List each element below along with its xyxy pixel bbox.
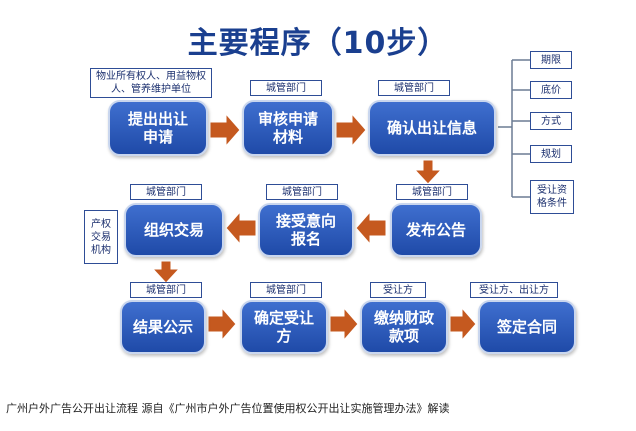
step-9-box: 缴纳财政款项 [360,300,448,354]
step-7-owner: 城管部门 [130,282,202,298]
step-8-owner: 城管部门 [250,282,322,298]
step-4-label: 发布公告 [405,221,466,239]
arrow-8-9 [329,306,359,342]
step-6-box: 组织交易 [124,203,224,257]
step-2-label: 审核申请材料 [257,110,318,146]
step-4-box: 发布公告 [390,203,482,257]
arrow-1-2 [209,112,241,148]
info-item-method: 方式 [530,112,572,130]
arrow-4-5 [355,210,387,246]
step-5-owner: 城管部门 [266,184,338,200]
info-connector [498,59,530,198]
step-1-owner: 物业所有权人、用益物权人、管养维护单位 [90,68,212,98]
info-item-term: 期限 [530,51,572,69]
step-8-label: 确定受让方 [253,309,314,345]
arrow-3-4 [413,159,443,185]
arrow-5-6 [225,210,257,246]
step-10-owner: 受让方、出让方 [470,282,558,298]
arrow-9-10 [449,306,477,342]
arrow-2-3 [335,112,367,148]
step-6-label: 组织交易 [143,221,204,239]
step-4-owner: 城管部门 [396,184,468,200]
step-8-box: 确定受让方 [240,300,328,354]
arrow-6-7 [151,260,181,284]
side-note-property-exchange: 产权交易机构 [84,210,118,264]
arrow-7-8 [207,306,237,342]
step-7-box: 结果公示 [120,300,206,354]
step-9-owner: 受让方 [370,282,426,298]
info-item-base-price: 底价 [530,81,572,99]
step-3-label: 确认出让信息 [386,119,477,137]
info-item-qualification: 受让资格条件 [530,180,574,214]
step-1-label: 提出出让申请 [127,110,188,146]
diagram-title: 主要程序（10步） [187,26,449,61]
step-10-box: 签定合同 [478,300,576,354]
step-7-label: 结果公示 [132,318,193,336]
step-10-label: 签定合同 [496,318,557,336]
step-5-label: 接受意向报名 [275,212,336,248]
step-3-owner: 城管部门 [378,80,450,96]
step-1-box: 提出出让申请 [108,100,208,156]
step-2-box: 审核申请材料 [242,100,334,156]
info-item-planning: 规划 [530,145,572,163]
step-5-box: 接受意向报名 [258,203,354,257]
step-6-owner: 城管部门 [130,184,202,200]
step-9-label: 缴纳财政款项 [373,309,434,345]
step-2-owner: 城管部门 [250,80,322,96]
step-3-box: 确认出让信息 [368,100,496,156]
caption: 广州户外广告公开出让流程 源自《广州市户外广告位置使用权公开出让实施管理办法》解… [6,402,450,415]
